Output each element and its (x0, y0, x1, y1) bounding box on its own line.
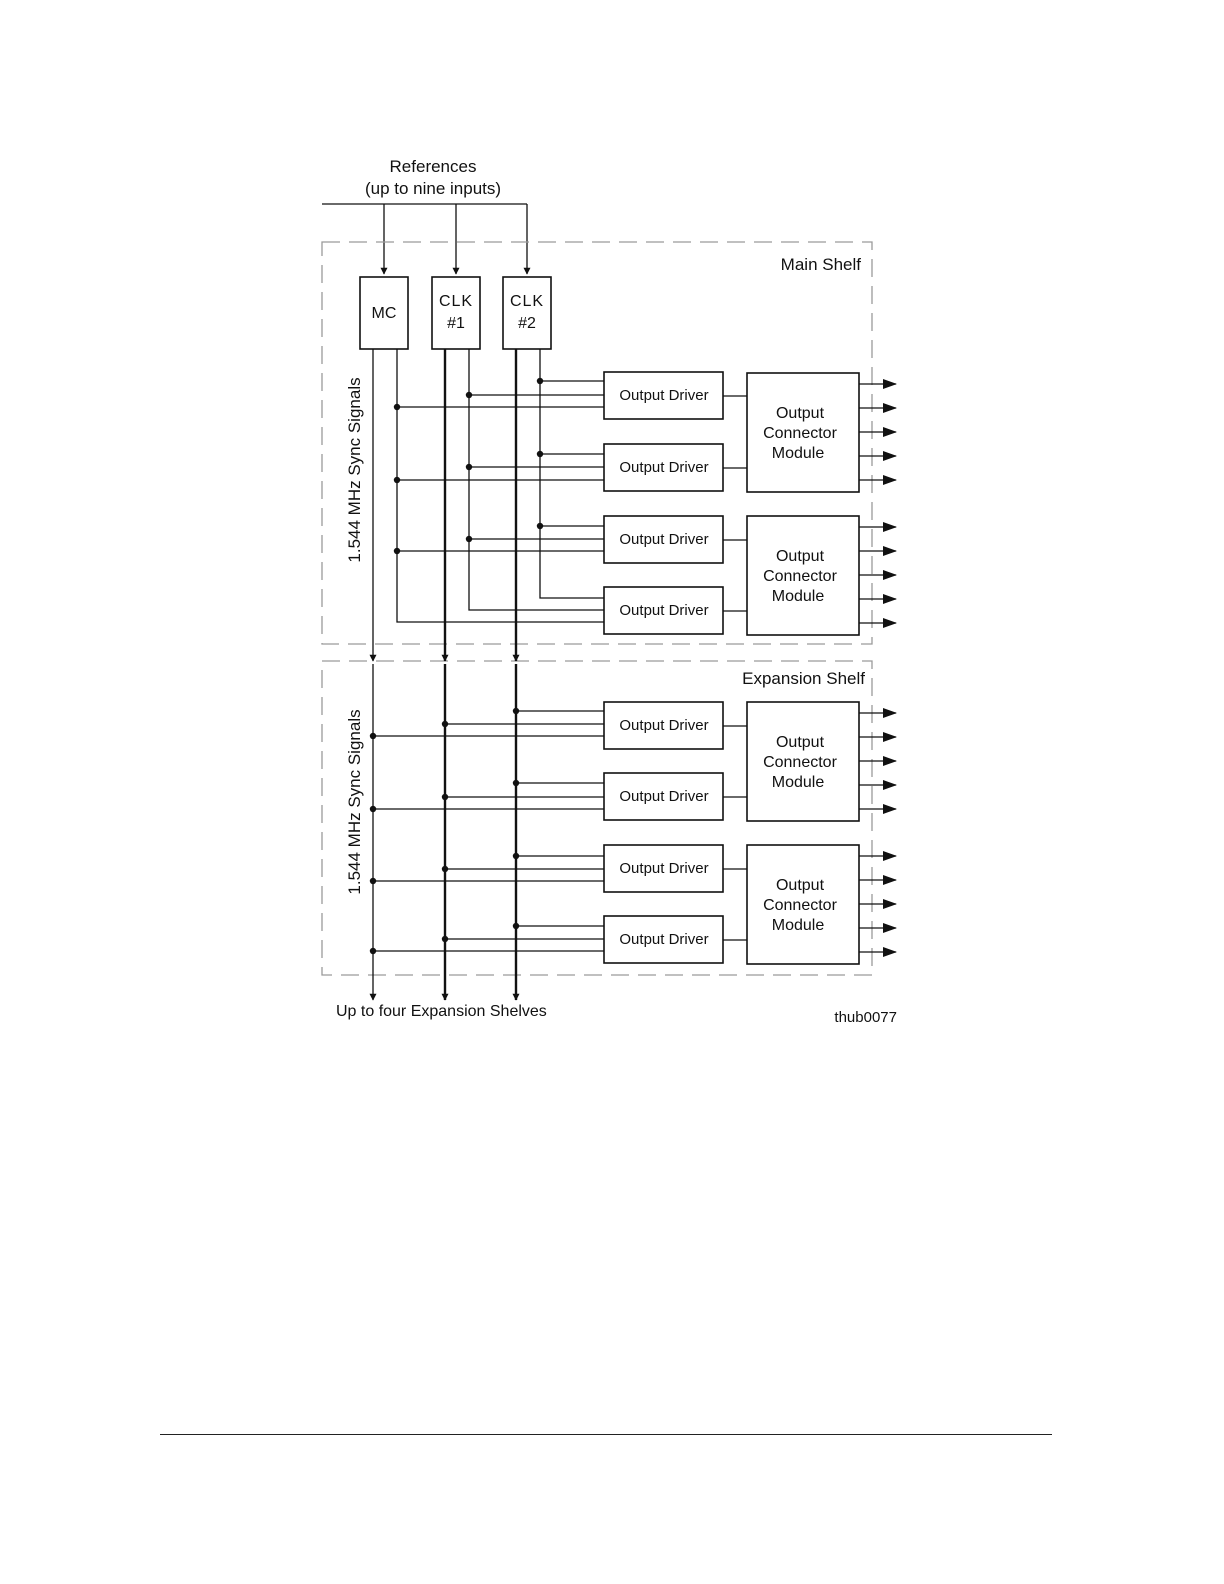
connector-line2: Connector (763, 754, 837, 771)
connector-line2: Connector (763, 568, 837, 585)
output-driver-label: Output Driver (619, 788, 708, 805)
output-driver: Output Driver (603, 701, 747, 750)
connector-line1: Output (776, 405, 825, 422)
connector-line2: Connector (763, 897, 837, 914)
connector-line1: Output (776, 548, 825, 565)
footer-rule (160, 1434, 1052, 1435)
clk2-module: CLK #2 (502, 276, 552, 350)
junction-dot (512, 852, 520, 860)
main-shelf-label: Main Shelf (781, 255, 862, 274)
junction-dot (369, 947, 377, 955)
connector-line3: Module (772, 917, 825, 934)
reference-inputs (322, 203, 531, 275)
junction-dot (536, 522, 544, 530)
expansion-shelves-note: Up to four Expansion Shelves (336, 1003, 547, 1020)
output-driver: Output Driver (603, 443, 747, 492)
output-driver: Output Driver (603, 371, 747, 420)
junction-dot (369, 877, 377, 885)
connector-line3: Module (772, 445, 825, 462)
junction-dot (536, 377, 544, 385)
junction-dot (465, 391, 473, 399)
output-driver: Output Driver (603, 515, 747, 564)
junction-dot (441, 793, 449, 801)
output-driver-label: Output Driver (619, 860, 708, 877)
connector-line3: Module (772, 588, 825, 605)
junction-dot (393, 547, 401, 555)
expansion-shelf-border (321, 660, 873, 976)
output-driver: Output Driver (603, 844, 747, 893)
junction-dot (512, 779, 520, 787)
output-driver-label: Output Driver (619, 387, 708, 404)
clk2-number: #2 (518, 315, 536, 332)
references-title: References (390, 157, 477, 176)
connector-line2: Connector (763, 425, 837, 442)
clk1-number: #1 (447, 315, 465, 332)
junction-dot (369, 732, 377, 740)
output-driver: Output Driver (603, 586, 747, 635)
clk1-module: CLK #1 (431, 276, 481, 350)
main-shelf-sync-label: 1.544 MHz Sync Signals (345, 377, 364, 562)
clk1-label: CLK (439, 293, 473, 310)
junction-dot (369, 805, 377, 813)
mc-label: MC (372, 305, 397, 322)
main-shelf-wiring (396, 349, 604, 623)
output-driver-label: Output Driver (619, 531, 708, 548)
output-driver-label: Output Driver (619, 602, 708, 619)
output-driver: Output Driver (603, 772, 747, 821)
connector-line1: Output (776, 734, 825, 751)
junction-dot (393, 403, 401, 411)
junction-dot (512, 707, 520, 715)
junction-dot (465, 463, 473, 471)
junction-dot (465, 535, 473, 543)
junction-dot (536, 450, 544, 458)
output-driver-label: Output Driver (619, 717, 708, 734)
output-driver-label: Output Driver (619, 459, 708, 476)
junction-dot (441, 720, 449, 728)
connector-line1: Output (776, 877, 825, 894)
junction-dot (512, 922, 520, 930)
figure-id: thub0077 (834, 1009, 897, 1026)
expansion-shelf-label: Expansion Shelf (742, 669, 865, 688)
sync-buses (369, 349, 520, 1001)
junction-dot (393, 476, 401, 484)
output-driver-label: Output Driver (619, 931, 708, 948)
mc-module: MC (359, 276, 409, 350)
junction-dot (441, 935, 449, 943)
junction-dot (441, 865, 449, 873)
main-shelf-border (321, 241, 873, 645)
expansion-shelf-sync-label: 1.544 MHz Sync Signals (345, 709, 364, 894)
references-subtitle: (up to nine inputs) (365, 179, 501, 198)
connector-line3: Module (772, 774, 825, 791)
clk2-label: CLK (510, 293, 544, 310)
output-driver: Output Driver (603, 915, 747, 964)
